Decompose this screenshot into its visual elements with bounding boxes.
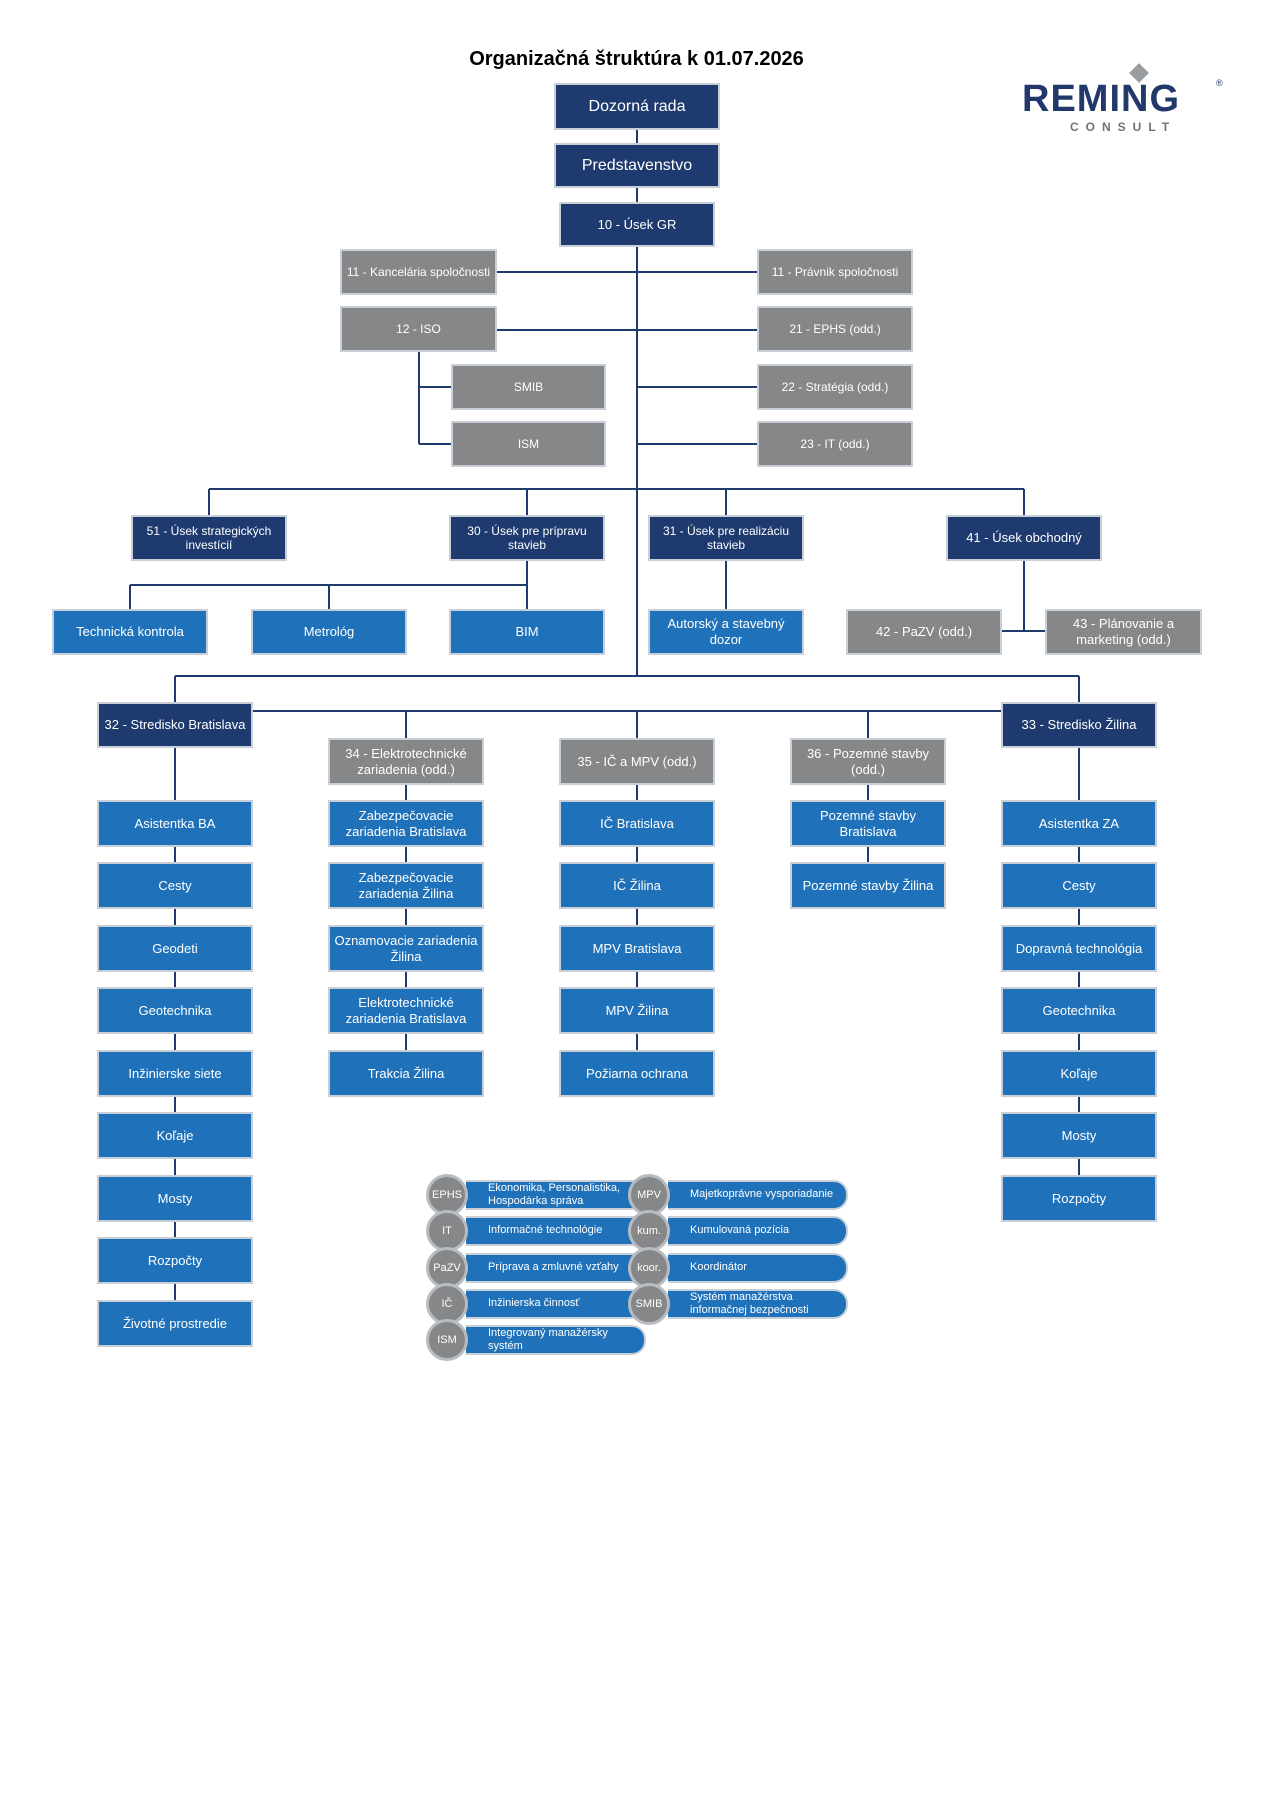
ic-item: IČ Bratislava <box>559 800 715 847</box>
pozemne-item: Pozemné stavby Žilina <box>790 862 946 909</box>
node-strategia: 22 - Stratégia (odd.) <box>757 364 913 410</box>
ic-item: IČ Žilina <box>559 862 715 909</box>
node-predstavenstvo: Predstavenstvo <box>554 143 720 188</box>
legend-abbr-badge: MPV <box>628 1174 670 1216</box>
logo-subtitle: CONSULT <box>1070 120 1177 134</box>
node-stredisko-za: 33 - Stredisko Žilina <box>1001 702 1157 748</box>
za-item: Mosty <box>1001 1112 1157 1159</box>
node-kancelaria: 11 - Kancelária spoločnosti <box>340 249 497 295</box>
legend-text: Systém manažérstva informačnej bezpečnos… <box>668 1289 848 1319</box>
legend-abbr-badge: IČ <box>426 1283 468 1325</box>
node-stredisko-ba: 32 - Stredisko Bratislava <box>97 702 253 748</box>
node-smib: SMIB <box>451 364 606 410</box>
node-metrolog: Metrológ <box>251 609 407 655</box>
legend-abbr-badge: ISM <box>426 1319 468 1361</box>
node-autorsky-dozor: Autorský a stavebný dozor <box>648 609 804 655</box>
legend-text: Koordinátor <box>668 1253 848 1283</box>
node-usek-51: 51 - Úsek strategických investícií <box>131 515 287 561</box>
ic-item: Požiarna ochrana <box>559 1050 715 1097</box>
node-iso: 12 - ISO <box>340 306 497 352</box>
node-ic-35: 35 - IČ a MPV (odd.) <box>559 738 715 785</box>
za-item: Cesty <box>1001 862 1157 909</box>
node-it: 23 - IT (odd.) <box>757 421 913 467</box>
elektro-item: Zabezpečovacie zariadenia Žilina <box>328 862 484 909</box>
elektro-item: Oznamovacie zariadenia Žilina <box>328 925 484 972</box>
za-item: Rozpočty <box>1001 1175 1157 1222</box>
za-item: Dopravná technológia <box>1001 925 1157 972</box>
node-usek-gr: 10 - Úsek GR <box>559 202 715 247</box>
pozemne-item: Pozemné stavby Bratislava <box>790 800 946 847</box>
legend-abbr-badge: kum. <box>628 1210 670 1252</box>
ic-item: MPV Bratislava <box>559 925 715 972</box>
node-usek-30: 30 - Úsek pre prípravu stavieb <box>449 515 605 561</box>
legend-abbr-badge: SMIB <box>628 1283 670 1325</box>
ba-item: Cesty <box>97 862 253 909</box>
legend-abbr-badge: IT <box>426 1210 468 1252</box>
za-item: Geotechnika <box>1001 987 1157 1034</box>
node-ephs: 21 - EPHS (odd.) <box>757 306 913 352</box>
node-pozemne-36: 36 - Pozemné stavby (odd.) <box>790 738 946 785</box>
za-item: Asistentka ZA <box>1001 800 1157 847</box>
ic-item: MPV Žilina <box>559 987 715 1034</box>
legend-text: Príprava a zmluvné vzťahy <box>466 1253 646 1283</box>
logo-word: REMING <box>1022 78 1180 120</box>
node-pravnik: 11 - Právnik spoločnosti <box>757 249 913 295</box>
ba-item: Geodeti <box>97 925 253 972</box>
node-usek-31: 31 - Úsek pre realizáciu stavieb <box>648 515 804 561</box>
legend-text: Integrovaný manažérsky systém <box>466 1325 646 1355</box>
node-technicka-kontrola: Technická kontrola <box>52 609 208 655</box>
ba-item: Koľaje <box>97 1112 253 1159</box>
node-bim: BIM <box>449 609 605 655</box>
company-logo: REMING ® CONSULT <box>1022 62 1223 142</box>
za-item: Koľaje <box>1001 1050 1157 1097</box>
node-elektro-34: 34 - Elektrotechnické zariadenia (odd.) <box>328 738 484 785</box>
node-planovanie: 43 - Plánovanie a marketing (odd.) <box>1045 609 1202 655</box>
logo-registered-mark: ® <box>1216 78 1223 88</box>
legend-text: Majetkoprávne vysporiadanie <box>668 1180 848 1210</box>
ba-item: Rozpočty <box>97 1237 253 1284</box>
legend-text: Kumulovaná pozícia <box>668 1216 848 1246</box>
ba-item: Geotechnika <box>97 987 253 1034</box>
elektro-item: Elektrotechnické zariadenia Bratislava <box>328 987 484 1034</box>
node-pazv: 42 - PaZV (odd.) <box>846 609 1002 655</box>
legend-text: Inžinierska činnosť <box>466 1289 646 1319</box>
legend-text: Informačné technológie <box>466 1216 646 1246</box>
ba-item: Mosty <box>97 1175 253 1222</box>
node-dozorna-rada: Dozorná rada <box>554 83 720 130</box>
legend-text: Ekonomika, Personalistika, Hospodárka sp… <box>466 1180 646 1210</box>
node-ism: ISM <box>451 421 606 467</box>
ba-item: Životné prostredie <box>97 1300 253 1347</box>
elektro-item: Zabezpečovacie zariadenia Bratislava <box>328 800 484 847</box>
page-title: Organizačná štruktúra k 01.07.2026 <box>469 48 804 70</box>
elektro-item: Trakcia Žilina <box>328 1050 484 1097</box>
ba-item: Inžinierske siete <box>97 1050 253 1097</box>
ba-item: Asistentka BA <box>97 800 253 847</box>
node-usek-41: 41 - Úsek obchodný <box>946 515 1102 561</box>
